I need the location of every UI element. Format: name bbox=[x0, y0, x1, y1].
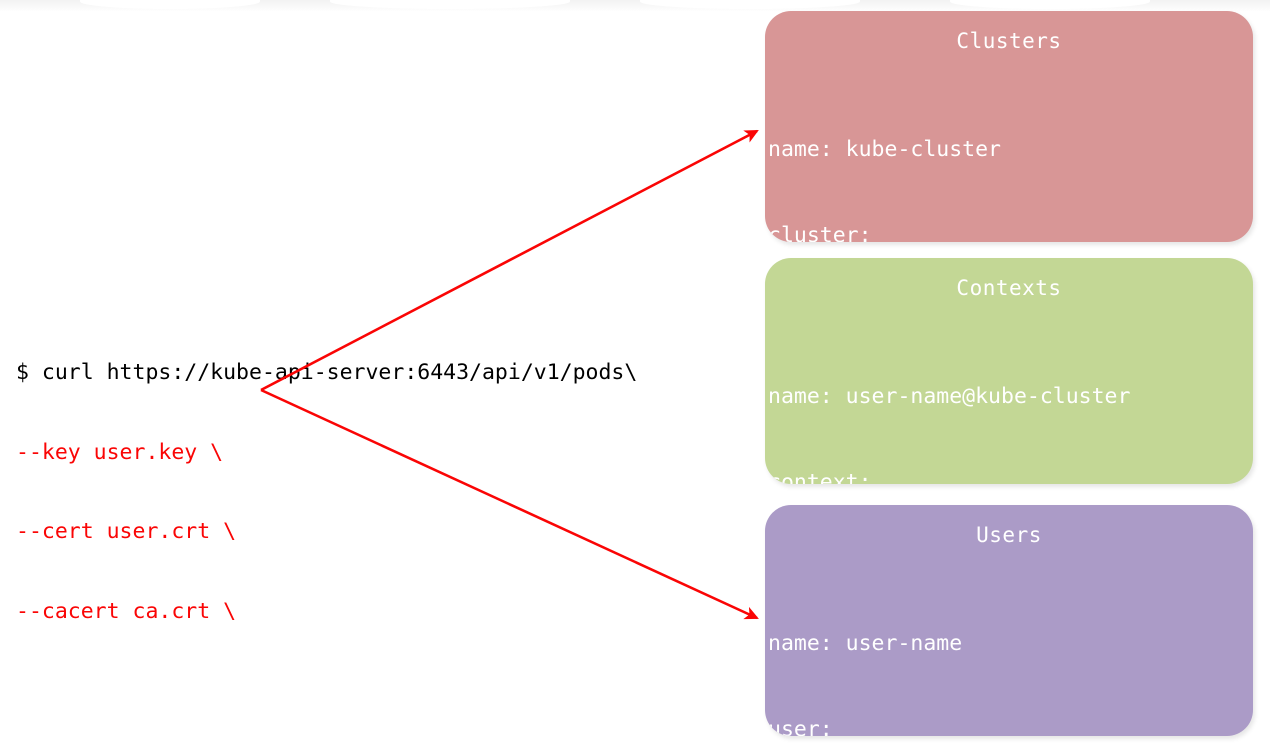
panel-clusters: Clusters name: kube-cluster cluster: cer… bbox=[765, 11, 1253, 242]
panel-users-title: Users bbox=[976, 523, 1042, 547]
curl-command-line-4: --cacert ca.crt \ bbox=[16, 598, 237, 624]
panel-clusters-body: name: kube-cluster cluster: certificate-… bbox=[765, 53, 1253, 242]
curl-command-line-1: $ curl https://kube-api-server:6443/api/… bbox=[16, 360, 638, 385]
contexts-line-1: name: user-name@kube-cluster bbox=[768, 384, 1131, 409]
panel-contexts: Contexts name: user-name@kube-cluster co… bbox=[765, 258, 1253, 484]
clusters-line-2: cluster: bbox=[768, 222, 872, 243]
panel-contexts-body: name: user-name@kube-cluster context: cl… bbox=[765, 300, 1253, 484]
top-edge-artifact bbox=[0, 0, 1270, 12]
curl-command-line-2: --key user.key \ bbox=[16, 439, 224, 465]
users-line-1: name: user-name bbox=[768, 631, 963, 656]
panel-contexts-title: Contexts bbox=[956, 276, 1062, 300]
clusters-line-1: name: kube-cluster bbox=[768, 137, 1001, 162]
panel-users-body: name: user-name user: client-certificate… bbox=[765, 547, 1253, 736]
users-line-2: user: bbox=[768, 716, 833, 737]
panel-clusters-title: Clusters bbox=[956, 29, 1062, 53]
contexts-line-2: context: bbox=[768, 469, 872, 485]
haze-notch bbox=[330, 0, 570, 9]
haze-notch bbox=[80, 0, 260, 9]
haze-notch bbox=[950, 0, 1150, 9]
haze-notch bbox=[640, 0, 860, 9]
panel-users: Users name: user-name user: client-certi… bbox=[765, 505, 1253, 736]
curl-command-line-3: --cert user.crt \ bbox=[16, 519, 237, 544]
curl-command-block: $ curl https://kube-api-server:6443/api/… bbox=[16, 307, 637, 678]
